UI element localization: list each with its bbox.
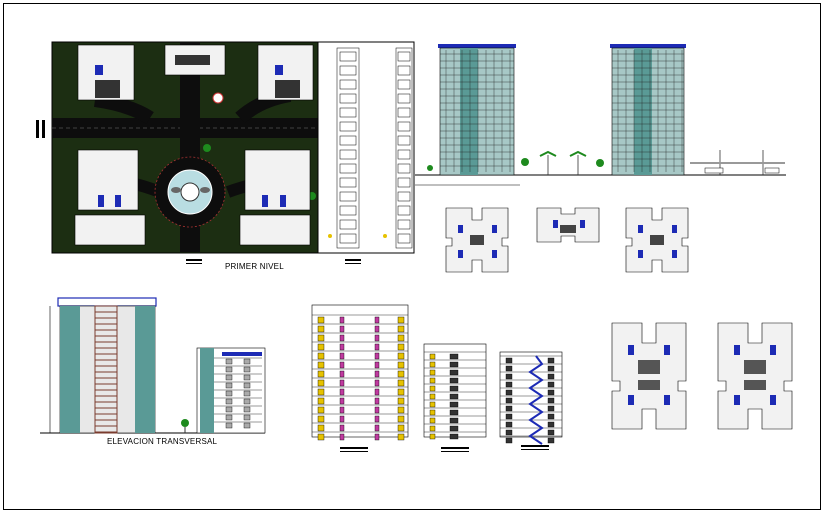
site-plan-label: PRIMER NIVEL	[225, 262, 284, 271]
elevation-label: ELEVACION TRANSVERSAL	[107, 437, 218, 446]
